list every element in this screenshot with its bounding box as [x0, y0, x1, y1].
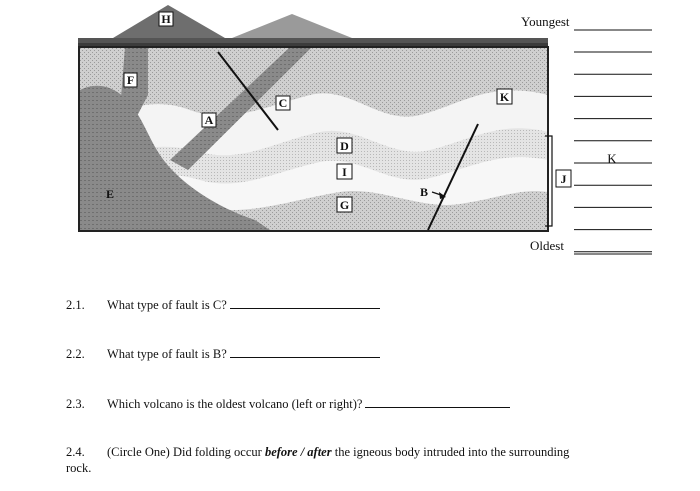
label-a: A	[202, 113, 216, 127]
label-k: K	[497, 89, 512, 104]
svg-text:J: J	[561, 172, 567, 186]
question-2-1: 2.1.What type of fault is C?	[66, 297, 380, 313]
question-number: 2.2.	[66, 346, 107, 362]
question-2-2: 2.2.What type of fault is B?	[66, 346, 380, 362]
question-text-cont: the igneous body intruded into the surro…	[335, 445, 570, 459]
rock-layers	[80, 47, 548, 230]
question-number: 2.4.	[66, 444, 107, 460]
svg-text:A: A	[205, 113, 214, 127]
label-g: G	[337, 197, 352, 212]
choice-before[interactable]: before	[265, 445, 298, 459]
volcano-right	[232, 14, 352, 38]
svg-text:E: E	[106, 187, 114, 201]
legend-blank-lines	[574, 30, 652, 254]
svg-text:C: C	[279, 96, 288, 110]
question-2-4: 2.4.(Circle One) Did folding occur befor…	[66, 444, 666, 476]
svg-text:F: F	[127, 73, 134, 87]
svg-text:H: H	[161, 12, 171, 26]
question-number: 2.1.	[66, 297, 107, 313]
svg-text:K: K	[500, 90, 510, 104]
svg-text:B: B	[420, 185, 428, 199]
answer-blank[interactable]	[230, 297, 380, 309]
label-f: F	[124, 73, 137, 87]
question-text: Which volcano is the oldest volcano (lef…	[107, 397, 362, 411]
choice-after[interactable]: after	[307, 445, 331, 459]
label-h: H	[159, 12, 173, 26]
question-2-3: 2.3.Which volcano is the oldest volcano …	[66, 396, 510, 412]
label-e: E	[106, 187, 114, 201]
legend-oldest: Oldest	[530, 238, 564, 253]
label-b: B	[420, 185, 428, 199]
question-text: (Circle One) Did folding occur	[107, 445, 262, 459]
label-c: C	[276, 96, 290, 110]
answer-blank[interactable]	[365, 396, 510, 408]
answer-blank[interactable]	[230, 346, 380, 358]
svg-text:D: D	[340, 139, 349, 153]
question-text: What type of fault is C?	[107, 298, 227, 312]
label-i: I	[337, 164, 352, 179]
svg-text:I: I	[342, 165, 347, 179]
legend-youngest: Youngest	[521, 14, 570, 29]
question-text: What type of fault is B?	[107, 347, 227, 361]
surface-layer-top	[78, 38, 548, 43]
label-j: J	[556, 170, 571, 187]
svg-text:G: G	[340, 198, 349, 212]
question-text-wrap: rock.	[66, 461, 91, 475]
question-number: 2.3.	[66, 396, 107, 412]
choice-separator: /	[298, 445, 308, 459]
legend-entry-k: K	[607, 151, 617, 166]
geologic-cross-section: H F A C D I G E B K J Youngest Oldest K	[0, 0, 700, 290]
label-d: D	[337, 138, 352, 153]
